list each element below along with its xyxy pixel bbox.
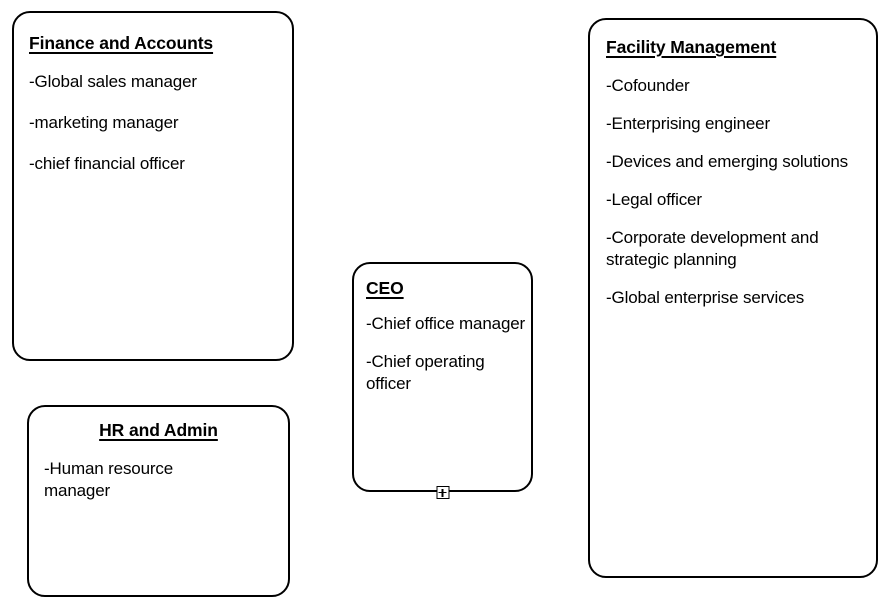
list-item: -chief financial officer: [29, 154, 185, 173]
node-facility-list: -Cofounder -Enterprising engineer -Devic…: [606, 75, 876, 309]
node-facility-title: Facility Management: [606, 37, 777, 57]
list-item: -Legal officer: [606, 190, 702, 209]
node-ceo-title: CEO: [366, 278, 404, 298]
list-item: -Chief operating officer: [366, 352, 485, 393]
list-item: -Global sales manager: [29, 72, 197, 91]
node-finance-title: Finance and Accounts: [29, 33, 214, 53]
list-item: -Human resource manager: [44, 459, 174, 500]
list-item: -Cofounder: [606, 76, 690, 95]
node-hr-list: -Human resource manager: [44, 458, 288, 502]
plus-handle-icon[interactable]: [436, 486, 449, 499]
list-item: -Global enterprise services: [606, 288, 805, 307]
list-item: -marketing manager: [29, 113, 179, 132]
list-item: -Enterprising engineer: [606, 114, 770, 133]
list-item: -Corporate development and strategic pla…: [606, 228, 819, 269]
list-item: -Chief office manager: [366, 314, 526, 333]
node-ceo[interactable]: CEO -Chief office manager -Chief operati…: [352, 262, 533, 499]
node-finance-list: -Global sales manager -marketing manager…: [29, 71, 292, 175]
node-hr-title: HR and Admin: [99, 420, 218, 440]
node-facility-management[interactable]: Facility Management -Cofounder -Enterpri…: [588, 18, 878, 578]
node-ceo-list: -Chief office manager -Chief operating o…: [366, 313, 531, 395]
node-finance-and-accounts[interactable]: Finance and Accounts -Global sales manag…: [12, 11, 294, 361]
list-item: -Devices and emerging solutions: [606, 152, 848, 171]
node-hr-and-admin[interactable]: HR and Admin -Human resource manager: [27, 405, 290, 597]
